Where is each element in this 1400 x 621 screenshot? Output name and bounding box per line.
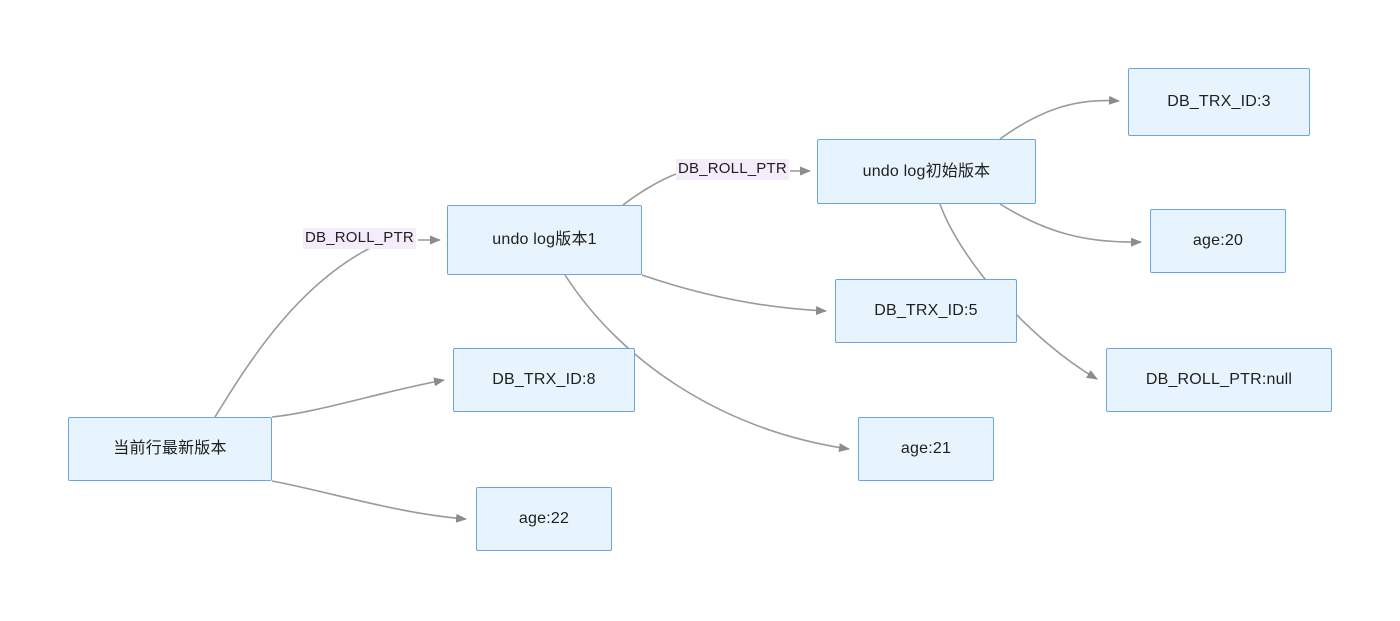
node-label: undo log初始版本 <box>862 162 991 180</box>
node-label: DB_TRX_ID:5 <box>874 302 978 320</box>
node-undo-log-initial-version[interactable]: undo log初始版本 <box>817 139 1036 204</box>
node-db-roll-ptr-null[interactable]: DB_ROLL_PTR:null <box>1106 348 1332 412</box>
node-age-21[interactable]: age:21 <box>858 417 994 481</box>
edge-undo1-to-undo0 <box>622 173 677 206</box>
edge-current-to-age22 <box>271 480 467 523</box>
node-db-trx-id-8[interactable]: DB_TRX_ID:8 <box>453 348 635 412</box>
node-db-trx-id-5[interactable]: DB_TRX_ID:5 <box>835 279 1017 343</box>
node-label: undo log版本1 <box>492 231 597 249</box>
node-label: DB_ROLL_PTR:null <box>1145 371 1293 389</box>
node-label: DB_TRX_ID:3 <box>1167 93 1271 111</box>
node-age-20[interactable]: age:20 <box>1150 209 1286 273</box>
node-current-row-version[interactable]: 当前行最新版本 <box>68 417 272 481</box>
edge-current-to-trx8 <box>271 377 445 418</box>
edge-undo1-to-trx5 <box>641 274 827 316</box>
node-label: age:22 <box>518 510 570 528</box>
edge-undo0-to-age20 <box>999 203 1142 247</box>
node-label: age:20 <box>1192 232 1244 250</box>
edge-label-db-roll-ptr-undo1: DB_ROLL_PTR <box>676 159 789 180</box>
node-age-22[interactable]: age:22 <box>476 487 612 551</box>
edge-undo0-to-trx3 <box>999 95 1120 140</box>
edge-current-to-undo1 <box>214 242 381 418</box>
node-label: 当前行最新版本 <box>113 440 227 458</box>
node-db-trx-id-3[interactable]: DB_TRX_ID:3 <box>1128 68 1310 136</box>
node-label: DB_TRX_ID:8 <box>492 371 596 389</box>
edge-label-db-roll-ptr-current: DB_ROLL_PTR <box>303 228 416 249</box>
node-label: age:21 <box>900 440 952 458</box>
node-undo-log-version-1[interactable]: undo log版本1 <box>447 205 642 275</box>
